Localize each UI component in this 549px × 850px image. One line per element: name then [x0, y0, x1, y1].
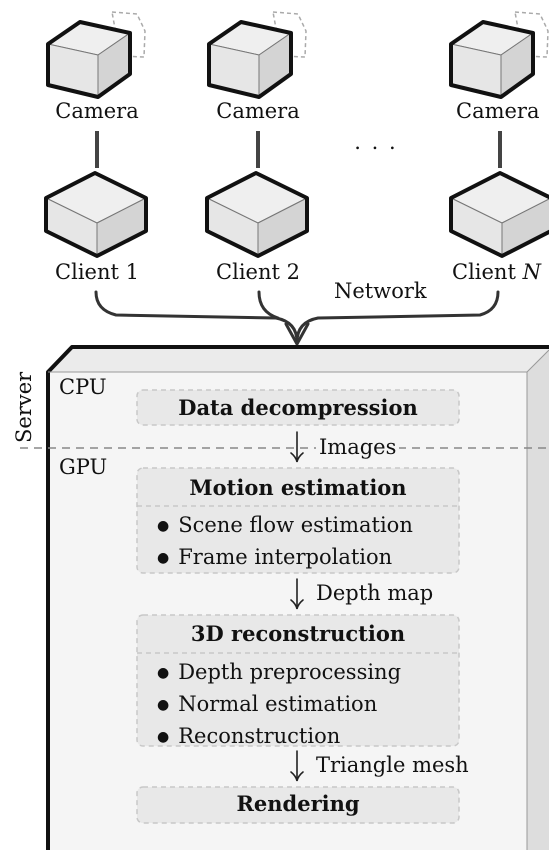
cpu-label: CPU — [59, 375, 107, 399]
network-brace — [94, 290, 500, 344]
stage-decompression-box — [136, 389, 460, 426]
list-item: Scene flow estimation — [157, 511, 413, 543]
client-1-label: Client 1 — [55, 260, 139, 284]
edge-label-depth-map: Depth map — [316, 581, 434, 605]
camera-1-icon — [46, 11, 146, 99]
camera-1-label: Camera — [55, 99, 139, 123]
stage-reconstruction-title: 3D reconstruction — [190, 621, 406, 646]
camera-2-label: Camera — [216, 99, 300, 123]
client-n-label-text: Client — [452, 260, 523, 284]
client-n-icon — [449, 171, 549, 258]
stage-rendering-box — [136, 786, 460, 824]
list-item: Reconstruction — [157, 722, 401, 754]
gpu-label: GPU — [59, 455, 108, 479]
stage-motion-title: Motion estimation — [189, 475, 407, 500]
arrow-triangle-mesh — [290, 750, 304, 782]
edge-label-images: Images — [316, 437, 400, 458]
list-item: Depth preprocessing — [157, 658, 401, 690]
stage-motion-items: Scene flow estimation Frame interpolatio… — [157, 511, 413, 575]
arrow-images — [290, 431, 304, 463]
cameras-ellipsis: . . . — [354, 130, 398, 154]
camera-n-icon — [449, 11, 549, 99]
server-box — [46, 345, 549, 850]
camera-n-label: Camera — [456, 99, 540, 123]
network-arrowhead — [284, 322, 310, 346]
list-item: Frame interpolation — [157, 543, 413, 575]
server-label: Server — [12, 371, 36, 443]
edge-label-triangle-mesh: Triangle mesh — [316, 753, 469, 777]
stage-reconstruction-items: Depth preprocessing Normal estimation Re… — [157, 658, 401, 754]
list-item: Normal estimation — [157, 690, 401, 722]
network-label: Network — [334, 279, 427, 303]
client-2-label: Client 2 — [216, 260, 300, 284]
client-2-icon — [205, 171, 309, 258]
arrow-depth-map — [290, 578, 304, 610]
stage-rendering-title: Rendering — [236, 791, 360, 816]
client-1-icon — [44, 171, 148, 258]
stage-decompression-title: Data decompression — [178, 395, 418, 420]
camera-2-icon — [207, 11, 307, 99]
client-n-label-symbol: N — [522, 260, 541, 284]
client-n-label: Client N — [452, 262, 541, 283]
